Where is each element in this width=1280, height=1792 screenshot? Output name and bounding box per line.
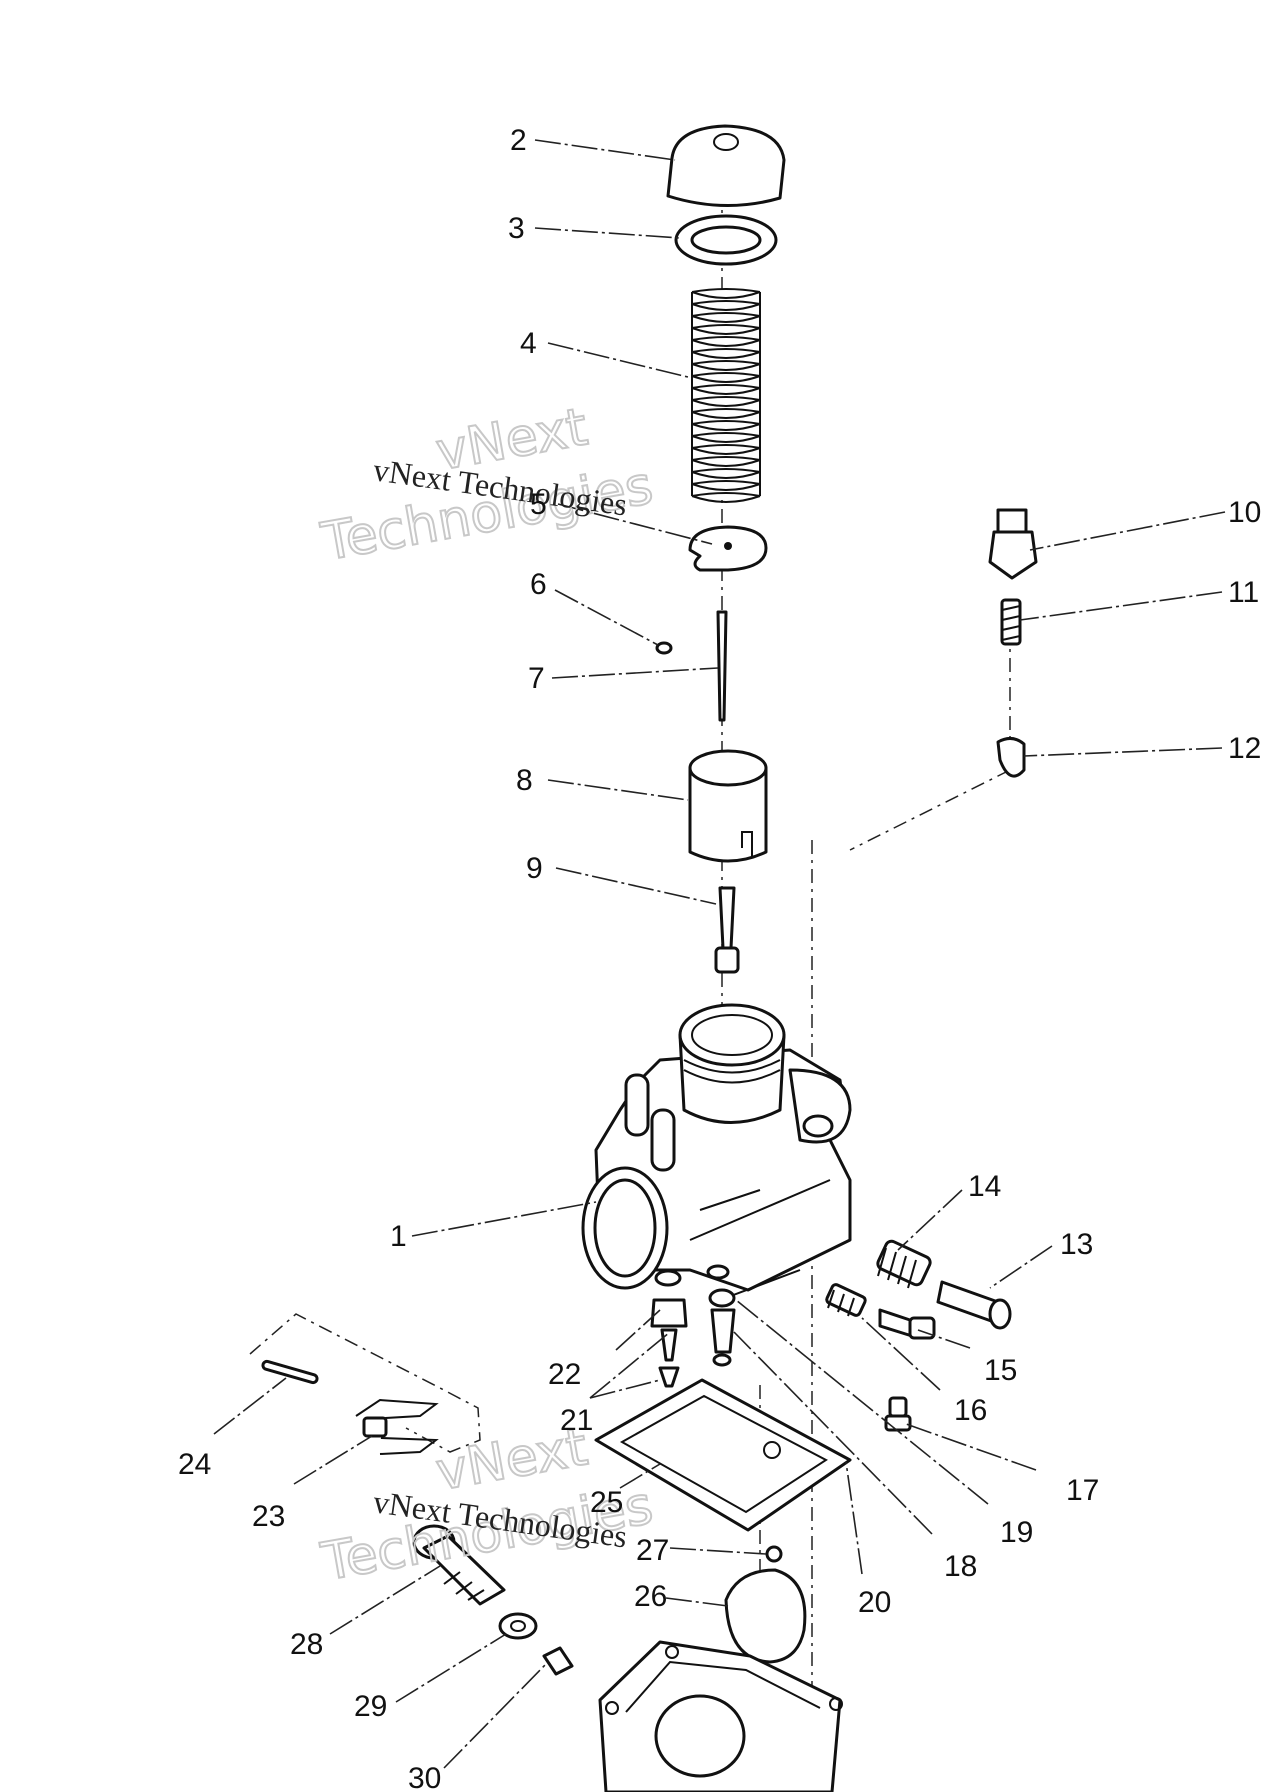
part-small-coil-spring xyxy=(825,1283,867,1317)
callout-17: 17 xyxy=(1066,1474,1099,1507)
part-needle xyxy=(716,610,728,722)
callout-25: 25 xyxy=(590,1486,623,1519)
callout-4: 4 xyxy=(520,327,537,360)
callout-24: 24 xyxy=(178,1448,211,1481)
part-plunger xyxy=(996,737,1026,778)
callout-6: 6 xyxy=(530,568,547,601)
callout-30: 30 xyxy=(408,1762,441,1792)
callout-3: 3 xyxy=(508,212,525,245)
callout-13: 13 xyxy=(1060,1228,1093,1261)
part-carburetor-body xyxy=(581,1003,852,1301)
part-needle-jet xyxy=(714,886,740,974)
callout-2: 2 xyxy=(510,124,527,157)
part-washer xyxy=(674,214,778,266)
watermark: vNext Technologies vNext Technologies vN… xyxy=(316,396,658,1594)
part-retainer-plate xyxy=(688,525,768,572)
part-float-valve xyxy=(650,1269,688,1388)
callout-1: 1 xyxy=(390,1220,407,1253)
callout-27: 27 xyxy=(636,1534,669,1567)
callout-28: 28 xyxy=(290,1628,323,1661)
callout-14: 14 xyxy=(968,1170,1001,1203)
callout-10: 10 xyxy=(1228,496,1261,529)
part-small-spring xyxy=(1000,598,1022,646)
part-spring xyxy=(690,288,762,503)
callout-9: 9 xyxy=(526,852,543,885)
callout-29: 29 xyxy=(354,1690,387,1723)
callout-23: 23 xyxy=(252,1500,285,1533)
part-float-arm xyxy=(249,1313,481,1455)
callout-labels: 1 2 3 4 5 6 7 8 9 10 11 12 13 14 15 16 1… xyxy=(178,124,1261,1792)
callout-5: 5 xyxy=(530,488,547,521)
part-float-bowl-gasket xyxy=(594,1378,852,1532)
part-bolt-washer xyxy=(498,1612,538,1640)
callout-26: 26 xyxy=(634,1580,667,1613)
part-ball xyxy=(765,1545,783,1563)
callout-21: 21 xyxy=(560,1404,593,1437)
callout-12: 12 xyxy=(1228,732,1261,765)
callout-22: 22 xyxy=(548,1358,581,1391)
callout-20: 20 xyxy=(858,1586,891,1619)
callout-15: 15 xyxy=(984,1354,1017,1387)
callout-19: 19 xyxy=(1000,1516,1033,1549)
part-main-jet-set xyxy=(706,1264,736,1367)
part-clip xyxy=(655,641,673,655)
part-pilot-screw xyxy=(936,1280,1012,1330)
part-screw-spring xyxy=(876,1239,932,1289)
leader-lines xyxy=(213,139,1226,1769)
part-fitting xyxy=(988,508,1038,580)
callout-8: 8 xyxy=(516,764,533,797)
callout-16: 16 xyxy=(954,1394,987,1427)
part-throttle-screw xyxy=(878,1308,936,1340)
part-pilot-jet xyxy=(542,1646,574,1676)
part-cap xyxy=(666,124,786,208)
part-float xyxy=(724,1568,807,1664)
part-throttle-slide xyxy=(688,749,768,863)
callout-18: 18 xyxy=(944,1550,977,1583)
part-banjo-bolt xyxy=(412,1524,506,1606)
callout-7: 7 xyxy=(528,662,545,695)
part-float-bowl xyxy=(598,1640,843,1792)
callout-11: 11 xyxy=(1228,576,1259,609)
